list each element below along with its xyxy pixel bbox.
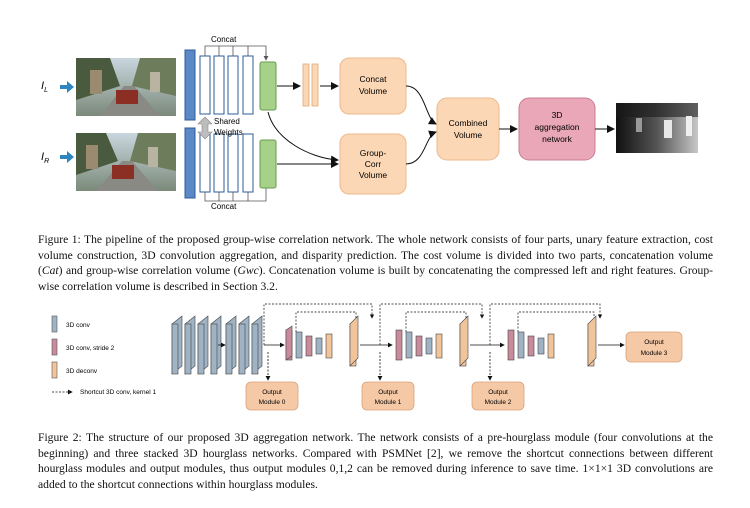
output-module-3: Output Module 3 (625, 331, 683, 363)
shared-weights-label: Shared (214, 117, 240, 126)
concat-label-top: Concat (211, 35, 237, 44)
left-feature-map (259, 61, 277, 111)
hourglass-1 (285, 315, 359, 367)
figure-1-caption: Figure 1: The pipeline of the proposed g… (38, 233, 713, 293)
legend-conv-swatch (51, 315, 58, 333)
gwc-volume-label-3: Volume (359, 170, 388, 180)
combined-volume-label-2: Volume (454, 130, 483, 140)
legend-shortcut-label: Shortcut 3D conv, kernel 1 (80, 389, 156, 396)
right-feature-extractor (184, 127, 254, 199)
figure-2-caption: Figure 2: The structure of our proposed … (38, 431, 714, 491)
aggregation-label-2: aggregation (535, 122, 580, 132)
combined-volume-box (436, 97, 500, 161)
concat-connector-top (204, 45, 267, 60)
concat-volume-label-2: Volume (359, 86, 388, 96)
output-module-2: Output Module 2 (471, 381, 525, 411)
compressed-feature-right (311, 63, 319, 107)
concat-volume-label: Concat (360, 74, 388, 84)
hourglass-3 (507, 315, 597, 367)
right-feature-map (259, 139, 277, 189)
output-module-2-label-2: Module 2 (485, 399, 512, 406)
disparity-map-image (616, 103, 698, 153)
left-input-image (76, 58, 176, 116)
output-module-3-label: Output (644, 339, 664, 346)
gwc-volume-label: Group- (360, 148, 387, 158)
figure-1-pipeline: IL IR Concat C (41, 35, 698, 211)
output-module-3-label-2: Module 3 (641, 350, 668, 357)
legend: 3D conv 3D conv, stride 2 3D deconv Shor… (51, 315, 156, 396)
legend-conv-label: 3D conv (66, 322, 91, 329)
output-module-0-label-2: Module 0 (259, 399, 286, 406)
output-module-0-label: Output (262, 389, 282, 396)
output-module-1-label-2: Module 1 (375, 399, 402, 406)
shared-weights-arrow-icon (197, 116, 213, 140)
aggregation-label: 3D (552, 110, 563, 120)
compressed-feature-left (302, 63, 310, 107)
shared-weights-label-2: Weights (214, 128, 243, 137)
right-input-image (76, 133, 176, 191)
input-left-arrow-icon (60, 81, 74, 93)
output-module-1-label: Output (378, 389, 398, 396)
combined-volume-label: Combined (449, 118, 488, 128)
input-left-label: IL (41, 80, 48, 94)
gwc-volume-label-2: Corr (365, 159, 382, 169)
output-module-2-label: Output (488, 389, 508, 396)
legend-deconv-label: 3D deconv (66, 368, 98, 375)
pre-hourglass-module (171, 315, 263, 375)
hourglass-2 (395, 315, 469, 367)
legend-stride-label: 3D conv, stride 2 (66, 345, 115, 352)
concat-connector-bottom (204, 188, 267, 202)
output-module-1: Output Module 1 (361, 381, 415, 411)
legend-stride-swatch (51, 338, 58, 356)
input-right-label: IR (41, 151, 49, 165)
left-feature-extractor (184, 49, 254, 121)
input-right-arrow-icon (60, 151, 74, 163)
aggregation-label-3: network (542, 134, 573, 144)
concat-label-bottom: Concat (211, 202, 237, 211)
figure-2-aggregation-network: 3D conv 3D conv, stride 2 3D deconv Shor… (51, 303, 683, 411)
output-module-0: Output Module 0 (245, 381, 299, 411)
legend-deconv-swatch (51, 361, 58, 379)
